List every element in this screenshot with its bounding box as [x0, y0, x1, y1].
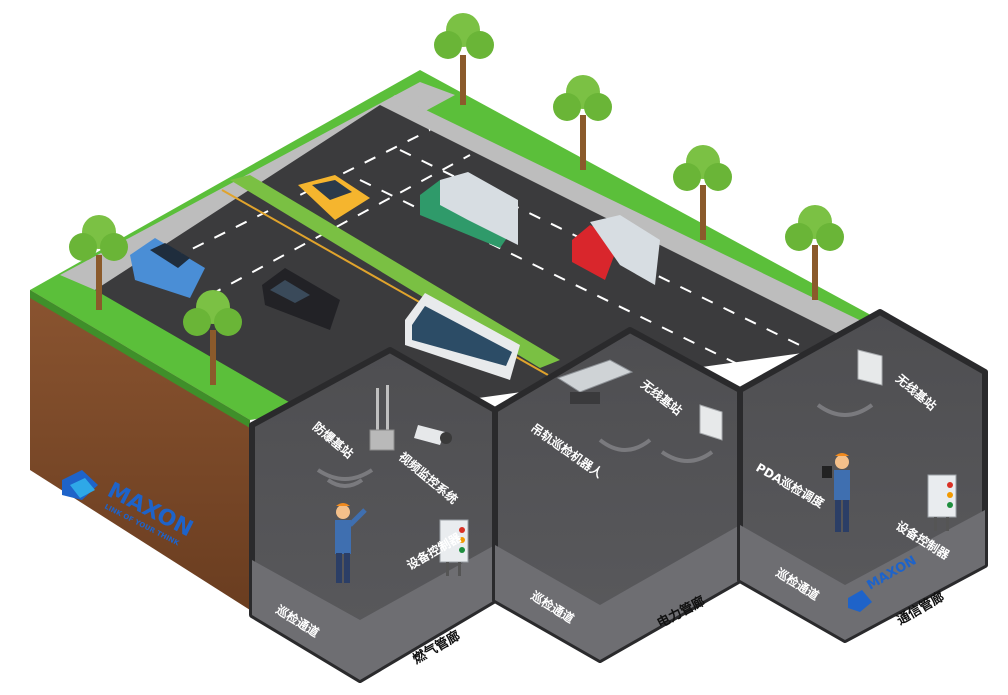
tree-icon [183, 290, 242, 385]
wireless-station-icon [699, 404, 723, 441]
controller-icon [927, 474, 957, 531]
van-icon [262, 268, 340, 330]
controller-icon [439, 519, 469, 576]
taxi-icon [298, 175, 370, 220]
wireless-signal-icon [816, 403, 874, 417]
camera-icon [414, 425, 452, 445]
soil-cross-section [30, 290, 250, 610]
tree-icon [553, 75, 612, 170]
maxon-mark-icon [62, 470, 98, 500]
tree-icon [785, 205, 844, 300]
tree-icon [673, 145, 732, 240]
wireless-signal-icon [316, 468, 374, 488]
worker-with-pda-icon [822, 453, 850, 532]
tree-icon [434, 13, 494, 105]
explosion-proof-station-icon [369, 385, 395, 451]
road-surface [95, 105, 860, 420]
truck-icon [420, 172, 518, 248]
worker-icon [335, 503, 367, 583]
suv-icon [130, 238, 205, 298]
tree-icon [69, 215, 128, 310]
maxon-mark-icon [848, 590, 872, 612]
wireless-signal-icon [598, 438, 714, 463]
trees [69, 13, 844, 385]
rail-robot-icon [556, 359, 634, 404]
comm-tunnel [737, 309, 988, 643]
bus-icon [405, 293, 520, 380]
vehicles [130, 172, 660, 380]
truck-icon [572, 215, 660, 285]
wireless-station-icon [857, 349, 883, 386]
